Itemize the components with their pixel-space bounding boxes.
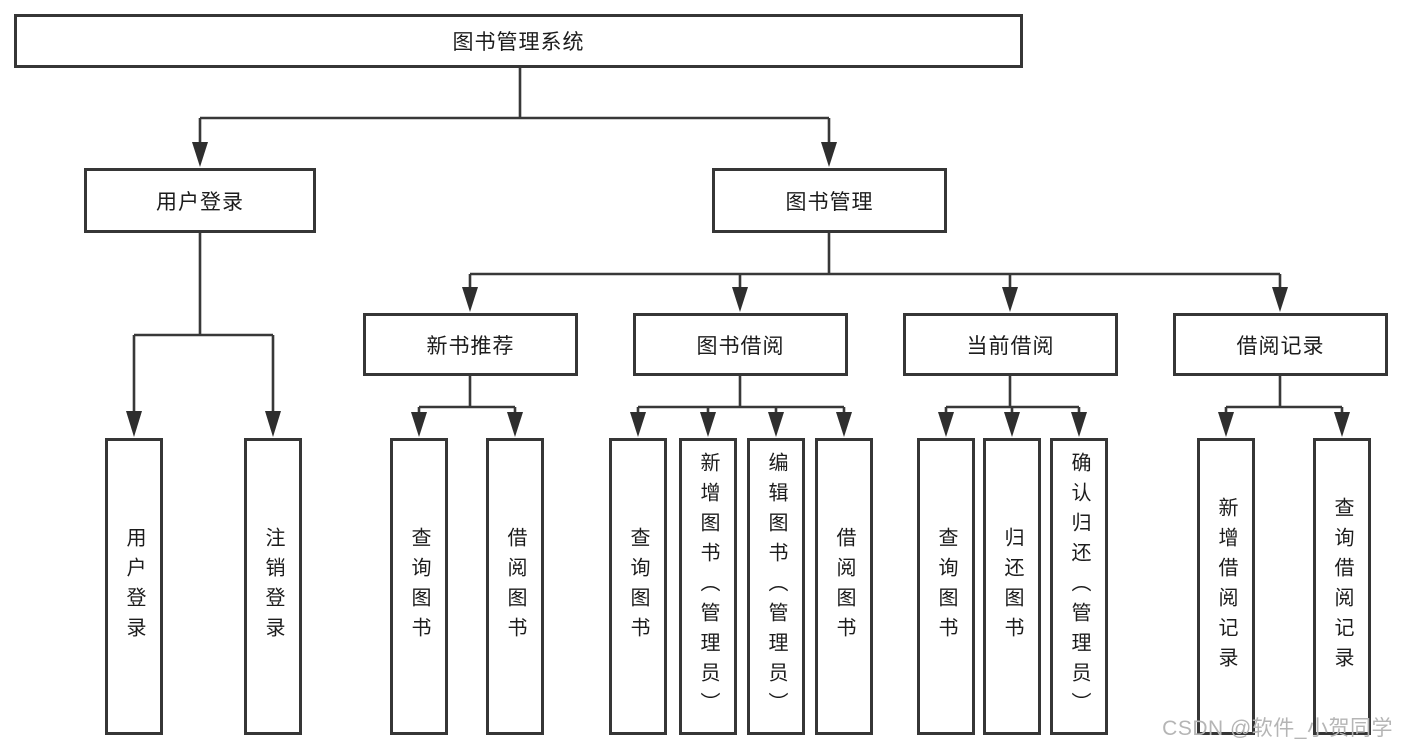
connector-root-branch — [198, 68, 831, 145]
node-borrow-records-label: 借阅记录 — [1236, 334, 1325, 358]
arrowhead-icon — [126, 411, 142, 437]
leaf-query-books-3-label: 查询图书 — [935, 526, 957, 647]
leaf-user-login: 用户登录 — [105, 438, 163, 735]
node-new-book-recommend-label: 新书推荐 — [426, 334, 515, 358]
leaf-borrow-books-1-label: 借阅图书 — [504, 526, 526, 647]
arrowhead-icon — [821, 142, 837, 167]
node-borrow-records: 借阅记录 — [1173, 313, 1388, 376]
arrowhead-icon — [1334, 412, 1350, 437]
leaf-query-borrow-record: 查询借阅记录 — [1313, 438, 1371, 735]
arrowhead-icon — [836, 412, 852, 437]
arrowhead-icon — [938, 412, 954, 437]
connector-book-borrow-branch — [636, 376, 846, 414]
arrowhead-icon — [700, 412, 716, 437]
connector-current-borrow-branch — [944, 376, 1081, 414]
node-new-book-recommend: 新书推荐 — [363, 313, 578, 376]
leaf-query-books-3: 查询图书 — [917, 438, 975, 735]
connector-paths — [132, 68, 1344, 414]
leaf-logout: 注销登录 — [244, 438, 302, 735]
leaf-logout-label: 注销登录 — [262, 526, 284, 647]
leaf-confirm-return-admin-label: 确认归还（管理员） — [1068, 451, 1090, 722]
arrowhead-icon — [630, 412, 646, 437]
arrowhead-icon — [732, 287, 748, 312]
csdn-watermark: CSDN @软件_小贺同学 — [1162, 717, 1393, 740]
arrowhead-icon — [507, 412, 523, 437]
node-book-management-label: 图书管理 — [785, 190, 874, 214]
arrowhead-icon — [1218, 412, 1234, 437]
leaf-borrow-books-2-label: 借阅图书 — [833, 526, 855, 647]
node-root: 图书管理系统 — [14, 14, 1023, 68]
node-book-borrow: 图书借阅 — [633, 313, 848, 376]
node-current-borrow-label: 当前借阅 — [966, 334, 1055, 358]
leaf-query-books-1-label: 查询图书 — [408, 526, 430, 647]
leaf-borrow-books-2: 借阅图书 — [815, 438, 873, 735]
arrowhead-icon — [1272, 287, 1288, 312]
arrowhead-icon — [1004, 412, 1020, 437]
arrowhead-icon — [768, 412, 784, 437]
node-user-login-label: 用户登录 — [156, 190, 244, 214]
leaf-confirm-return-admin: 确认归还（管理员） — [1050, 438, 1108, 735]
leaf-return-books: 归还图书 — [983, 438, 1041, 735]
leaf-return-books-label: 归还图书 — [1001, 526, 1023, 647]
arrowhead-icon — [265, 411, 281, 437]
leaf-add-borrow-record-label: 新增借阅记录 — [1215, 496, 1237, 677]
leaf-add-borrow-record: 新增借阅记录 — [1197, 438, 1255, 735]
leaf-query-books-2: 查询图书 — [609, 438, 667, 735]
arrowhead-icon — [411, 412, 427, 437]
connector-borrow-records-branch — [1224, 376, 1344, 414]
leaf-query-borrow-record-label: 查询借阅记录 — [1331, 496, 1353, 677]
leaf-query-books-1: 查询图书 — [390, 438, 448, 735]
node-book-management: 图书管理 — [712, 168, 947, 233]
node-current-borrow: 当前借阅 — [903, 313, 1118, 376]
connector-book-management-branch — [468, 233, 1282, 290]
leaf-borrow-books-1: 借阅图书 — [486, 438, 544, 735]
leaf-edit-books-admin: 编辑图书（管理员） — [747, 438, 805, 735]
leaf-user-login-label: 用户登录 — [123, 526, 145, 647]
leaf-add-books-admin: 新增图书（管理员） — [679, 438, 737, 735]
node-user-login: 用户登录 — [84, 168, 316, 233]
node-book-borrow-label: 图书借阅 — [696, 334, 785, 358]
leaf-add-books-admin-label: 新增图书（管理员） — [697, 451, 719, 722]
leaf-query-books-2-label: 查询图书 — [627, 526, 649, 647]
arrowheads — [126, 142, 1350, 437]
connector-user-login-branch — [132, 233, 275, 413]
leaf-edit-books-admin-label: 编辑图书（管理员） — [765, 451, 787, 722]
arrowhead-icon — [192, 142, 208, 167]
arrowhead-icon — [462, 287, 478, 312]
arrowhead-icon — [1002, 287, 1018, 312]
connector-new-books-branch — [417, 376, 517, 414]
node-root-label: 图书管理系统 — [452, 31, 585, 54]
arrowhead-icon — [1071, 412, 1087, 437]
